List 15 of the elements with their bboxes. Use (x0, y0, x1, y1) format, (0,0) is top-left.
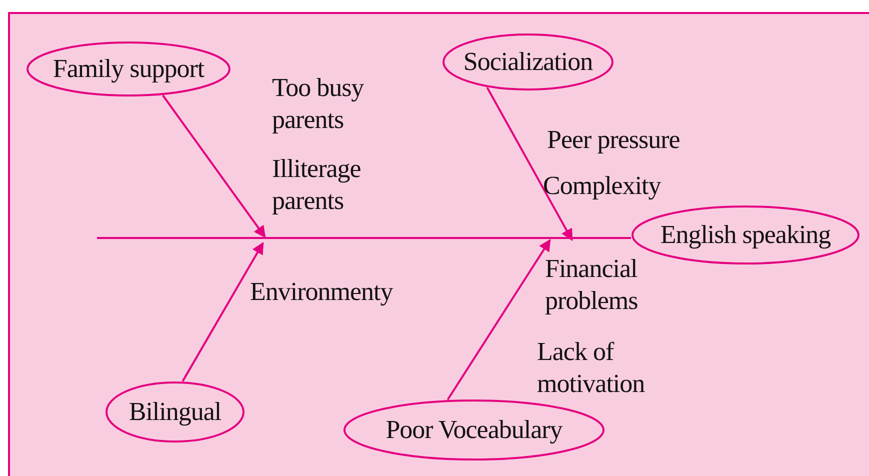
arrow (446, 239, 551, 400)
arrow (486, 87, 573, 242)
cause-ellipse: Poor Voceabulary (343, 399, 605, 461)
cause-ellipse: Family support (26, 41, 231, 97)
cause-label: Complexity (543, 170, 661, 202)
arrow (182, 242, 264, 382)
cause-label: Illiterage parents (272, 153, 362, 217)
cause-ellipse: Bilingual (105, 381, 245, 443)
cause-ellipse: Socialization (442, 33, 614, 91)
arrow (162, 94, 266, 238)
spine-line (97, 237, 631, 239)
cause-label: Too busy parents (272, 72, 365, 136)
cause-label: Peer pressure (547, 124, 680, 156)
cause-label: Environmenty (250, 276, 393, 308)
cause-label: Lack of motivation (537, 336, 646, 400)
